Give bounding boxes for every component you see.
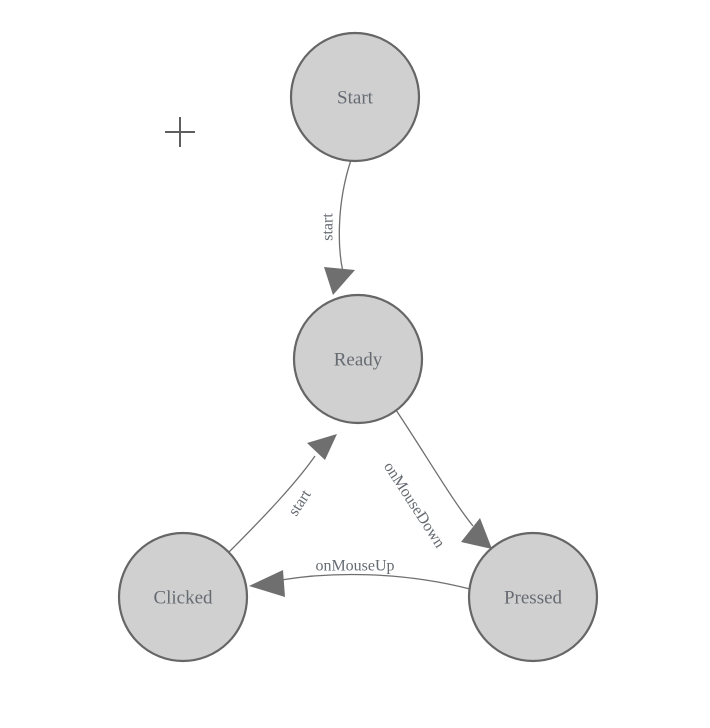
- crosshair-plus-icon: [165, 117, 195, 147]
- node-ready-circle: [292, 293, 424, 425]
- node-ready-label: Ready: [334, 350, 383, 371]
- edge-ready-to-pressed[interactable]: [395, 409, 492, 549]
- arrowhead-clicked-to-ready: [307, 434, 337, 460]
- arrowhead-ready-to-pressed: [461, 518, 492, 549]
- edge-line-clicked-to-ready: [228, 455, 316, 553]
- edge-clicked-to-ready[interactable]: [228, 434, 337, 553]
- node-start-label: Start: [337, 88, 374, 109]
- node-pressed[interactable]: Pressed: [467, 531, 599, 663]
- edge-label-start-to-ready: start: [320, 213, 337, 241]
- edge-label-ready-to-pressed: onMouseDown: [380, 459, 448, 551]
- arrowhead-pressed-to-clicked: [249, 570, 285, 597]
- node-clicked[interactable]: Clicked: [117, 531, 249, 663]
- node-clicked-label: Clicked: [153, 588, 213, 609]
- edge-line-start-to-ready: [338, 159, 352, 273]
- edge-line-pressed-to-clicked: [280, 573, 471, 590]
- arrowhead-start-to-ready: [324, 267, 355, 295]
- node-start[interactable]: Start: [289, 31, 421, 163]
- node-pressed-circle: [467, 531, 599, 663]
- edge-label-clicked-to-ready: start: [285, 486, 315, 519]
- node-pressed-label: Pressed: [504, 588, 563, 609]
- edge-label-pressed-to-clicked: onMouseUp: [315, 558, 394, 575]
- node-clicked-circle: [117, 531, 249, 663]
- node-start-circle: [289, 31, 421, 163]
- edge-pressed-to-clicked[interactable]: [249, 570, 471, 597]
- edge-line-ready-to-pressed: [395, 409, 474, 527]
- node-ready[interactable]: Ready: [292, 293, 424, 425]
- edge-start-to-ready[interactable]: [324, 159, 355, 295]
